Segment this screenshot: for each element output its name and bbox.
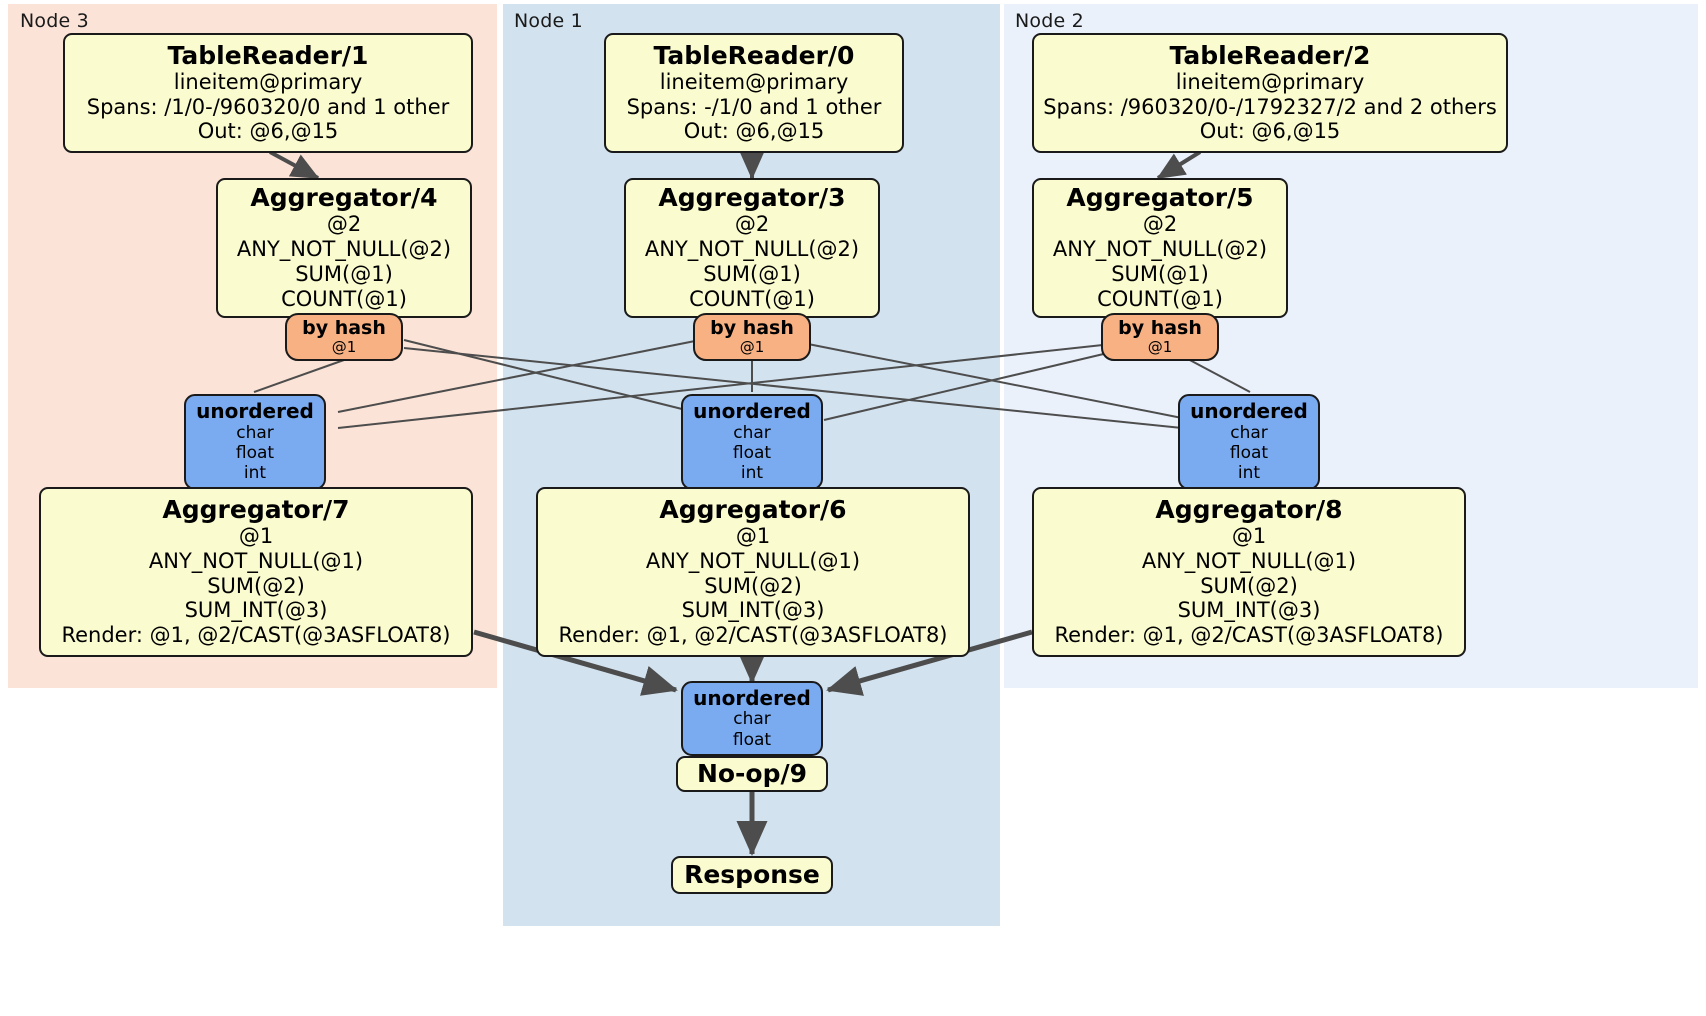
aggregator-4-agg-2: COUNT(@1) [281, 286, 407, 311]
hash-router-node-1-title: by hash [710, 316, 794, 339]
no-op-9-title: No-op/9 [696, 759, 808, 788]
aggregator-3-group: @2 [734, 212, 770, 237]
unordered-sync-node-2-type-0: char [1230, 422, 1268, 443]
hash-router-node-2[interactable]: by hash @1 [1101, 313, 1219, 361]
final-unordered-sync-type-0: char [733, 709, 771, 730]
table-reader-2-table: lineitem@primary [1175, 69, 1365, 94]
aggregator-4-title: Aggregator/4 [250, 183, 438, 213]
aggregator-4-agg-1: SUM(@1) [295, 262, 393, 286]
table-reader-0-title: TableReader/0 [653, 40, 855, 70]
lane-label-node-2: Node 2 [1015, 10, 1084, 32]
aggregator-7-render: Render: @1, @2/CAST(@3ASFLOAT8) [61, 623, 451, 648]
aggregator-8-title: Aggregator/8 [1155, 494, 1343, 524]
unordered-sync-node-1-type-2: int [740, 463, 764, 484]
unordered-sync-node-3-type-1: float [235, 443, 275, 463]
unordered-sync-node-1-type-1: float [732, 443, 772, 463]
aggregator-8-group: @1 [1231, 523, 1267, 548]
aggregator-6-render: Render: @1, @2/CAST(@3ASFLOAT8) [558, 623, 948, 648]
unordered-sync-node-1-type-0: char [733, 422, 771, 443]
unordered-sync-node-2-title: unordered [1190, 399, 1308, 424]
no-op-9-box[interactable]: No-op/9 [676, 756, 828, 792]
aggregator-7-agg-2: SUM_INT(@3) [184, 598, 328, 623]
aggregator-6-agg-0: ANY_NOT_NULL(@1) [645, 548, 861, 573]
unordered-sync-node-1[interactable]: unordered char float int [681, 394, 823, 490]
aggregator-7-agg-1: SUM(@2) [207, 573, 305, 598]
hash-router-node-2-column: @1 [1147, 337, 1173, 356]
table-reader-2-title: TableReader/2 [1169, 40, 1371, 70]
aggregator-8-agg-2: SUM_INT(@3) [1177, 598, 1321, 623]
aggregator-4-box[interactable]: Aggregator/4 @2 ANY_NOT_NULL(@2) SUM(@1)… [216, 178, 472, 318]
aggregator-3-box[interactable]: Aggregator/3 @2 ANY_NOT_NULL(@2) SUM(@1)… [624, 178, 880, 318]
table-reader-0-spans: Spans: -/1/0 and 1 other [626, 94, 882, 119]
aggregator-6-group: @1 [735, 523, 771, 548]
aggregator-5-group: @2 [1142, 212, 1178, 237]
aggregator-5-agg-0: ANY_NOT_NULL(@2) [1052, 237, 1268, 262]
unordered-sync-node-3[interactable]: unordered char float int [184, 394, 326, 490]
response-title: Response [684, 860, 820, 889]
aggregator-7-agg-0: ANY_NOT_NULL(@1) [148, 548, 364, 573]
hash-router-node-3-title: by hash [302, 316, 386, 339]
aggregator-5-agg-2: COUNT(@1) [1097, 286, 1223, 311]
table-reader-0-out: Out: @6,@15 [683, 119, 825, 144]
table-reader-1-out: Out: @6,@15 [197, 119, 339, 144]
table-reader-2-spans: Spans: /960320/0-/1792327/2 and 2 others [1043, 94, 1497, 119]
aggregator-3-agg-0: ANY_NOT_NULL(@2) [644, 237, 860, 262]
hash-router-node-1-column: @1 [739, 337, 765, 356]
unordered-sync-node-3-type-0: char [236, 422, 274, 443]
lane-label-node-3: Node 3 [20, 10, 89, 32]
response-box[interactable]: Response [671, 856, 833, 894]
unordered-sync-node-1-title: unordered [693, 399, 811, 424]
hash-router-node-3[interactable]: by hash @1 [285, 313, 403, 361]
aggregator-6-agg-2: SUM_INT(@3) [681, 598, 825, 623]
hash-router-node-1[interactable]: by hash @1 [693, 313, 811, 361]
aggregator-8-render: Render: @1, @2/CAST(@3ASFLOAT8) [1054, 623, 1444, 648]
unordered-sync-node-2-type-1: float [1229, 443, 1269, 463]
aggregator-5-title: Aggregator/5 [1066, 183, 1254, 213]
table-reader-2-out: Out: @6,@15 [1199, 119, 1341, 144]
aggregator-7-box[interactable]: Aggregator/7 @1 ANY_NOT_NULL(@1) SUM(@2)… [39, 487, 473, 657]
hash-router-node-3-column: @1 [331, 337, 357, 356]
final-unordered-sync-type-1: float [732, 729, 772, 750]
aggregator-6-agg-1: SUM(@2) [704, 573, 802, 598]
table-reader-1-box[interactable]: TableReader/1 lineitem@primary Spans: /1… [63, 33, 473, 153]
unordered-sync-node-2-type-2: int [1237, 463, 1261, 484]
aggregator-8-box[interactable]: Aggregator/8 @1 ANY_NOT_NULL(@1) SUM(@2)… [1032, 487, 1466, 657]
aggregator-3-agg-1: SUM(@1) [703, 262, 801, 286]
aggregator-8-agg-1: SUM(@2) [1200, 573, 1298, 598]
aggregator-5-agg-1: SUM(@1) [1111, 262, 1209, 286]
lane-label-node-1: Node 1 [514, 10, 583, 32]
unordered-sync-node-3-title: unordered [196, 399, 314, 424]
aggregator-4-group: @2 [326, 212, 362, 237]
table-reader-0-box[interactable]: TableReader/0 lineitem@primary Spans: -/… [604, 33, 904, 153]
final-unordered-sync[interactable]: unordered char float [681, 681, 823, 756]
hash-router-node-2-title: by hash [1118, 316, 1202, 339]
unordered-sync-node-2[interactable]: unordered char float int [1178, 394, 1320, 490]
aggregator-4-agg-0: ANY_NOT_NULL(@2) [236, 237, 452, 262]
table-reader-1-spans: Spans: /1/0-/960320/0 and 1 other [86, 94, 450, 119]
final-unordered-sync-title: unordered [693, 685, 811, 710]
unordered-sync-node-3-type-2: int [243, 463, 267, 484]
aggregator-5-box[interactable]: Aggregator/5 @2 ANY_NOT_NULL(@2) SUM(@1)… [1032, 178, 1288, 318]
table-reader-0-table: lineitem@primary [659, 69, 849, 94]
table-reader-1-table: lineitem@primary [173, 69, 363, 94]
aggregator-7-group: @1 [238, 523, 274, 548]
table-reader-1-title: TableReader/1 [167, 40, 369, 70]
aggregator-8-agg-0: ANY_NOT_NULL(@1) [1141, 548, 1357, 573]
aggregator-7-title: Aggregator/7 [162, 494, 350, 524]
table-reader-2-box[interactable]: TableReader/2 lineitem@primary Spans: /9… [1032, 33, 1508, 153]
aggregator-6-title: Aggregator/6 [659, 494, 847, 524]
aggregator-3-agg-2: COUNT(@1) [689, 286, 815, 311]
aggregator-6-box[interactable]: Aggregator/6 @1 ANY_NOT_NULL(@1) SUM(@2)… [536, 487, 970, 657]
aggregator-3-title: Aggregator/3 [658, 183, 846, 213]
